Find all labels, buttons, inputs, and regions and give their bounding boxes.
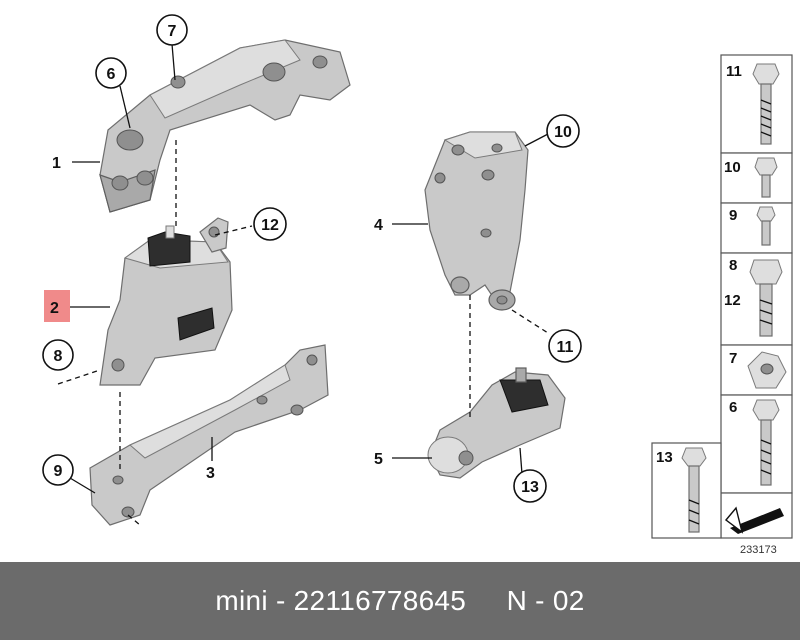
callout-3: 3 xyxy=(206,465,215,482)
callout-5: 5 xyxy=(374,451,383,468)
callout-8: 8 xyxy=(42,339,74,371)
parts-diagram: 1 2 3 4 5 6 7 8 9 10 11 12 13 xyxy=(42,14,793,556)
svg-text:6: 6 xyxy=(729,399,737,416)
callout-10: 10 xyxy=(546,114,580,148)
svg-text:4: 4 xyxy=(374,217,383,234)
bolt-10 xyxy=(754,157,778,198)
gearbox-support xyxy=(424,131,529,311)
callout-7: 7 xyxy=(156,14,188,46)
svg-text:6: 6 xyxy=(107,66,116,83)
svg-text:11: 11 xyxy=(726,63,742,80)
arrow-symbol-icon xyxy=(724,506,784,534)
svg-text:5: 5 xyxy=(374,451,383,468)
callout-highlight xyxy=(44,290,70,322)
svg-text:10: 10 xyxy=(724,159,741,176)
callout-12: 12 xyxy=(253,207,287,241)
bolt-13 xyxy=(681,447,707,533)
fastener-panel: 11 10 9 8 12 7 6 13 xyxy=(651,54,793,539)
callout-13: 13 xyxy=(513,469,547,503)
svg-text:8: 8 xyxy=(729,257,737,274)
bolt-6 xyxy=(752,399,780,486)
svg-text:12: 12 xyxy=(261,217,279,234)
lower-arm xyxy=(89,344,329,526)
callout-9: 9 xyxy=(42,454,74,486)
callout-4: 4 xyxy=(374,217,383,234)
svg-text:7: 7 xyxy=(729,350,737,367)
bolt-11 xyxy=(752,63,780,145)
svg-text:3: 3 xyxy=(206,465,215,482)
svg-text:13: 13 xyxy=(656,449,673,466)
svg-text:2: 2 xyxy=(50,300,59,317)
svg-text:1: 1 xyxy=(52,155,61,172)
nut-7 xyxy=(747,351,787,389)
dashed-lines xyxy=(57,140,549,526)
svg-text:11: 11 xyxy=(557,339,574,356)
callout-1: 1 xyxy=(52,155,61,172)
callout-11: 11 xyxy=(548,329,582,363)
svg-text:13: 13 xyxy=(521,479,539,496)
svg-text:9: 9 xyxy=(54,463,63,480)
svg-text:7: 7 xyxy=(168,23,177,40)
callout-2-highlighted: 2 xyxy=(44,290,70,322)
bolt-9 xyxy=(756,206,776,246)
footer-bar: mini - 22116778645 N - 02 xyxy=(0,562,800,640)
svg-text:8: 8 xyxy=(54,348,63,365)
footer-part-info: mini - 22116778645 N - 02 xyxy=(215,585,585,616)
svg-text:12: 12 xyxy=(724,292,741,309)
leader-lines xyxy=(66,43,549,494)
pendulum-support xyxy=(427,367,566,479)
svg-text:10: 10 xyxy=(554,124,572,141)
engine-mount xyxy=(99,217,233,386)
svg-text:9: 9 xyxy=(729,207,737,224)
callout-6: 6 xyxy=(95,57,127,89)
reference-number: 233173 xyxy=(740,544,777,556)
upper-bracket xyxy=(99,39,351,213)
bolt-8-12 xyxy=(749,259,783,337)
